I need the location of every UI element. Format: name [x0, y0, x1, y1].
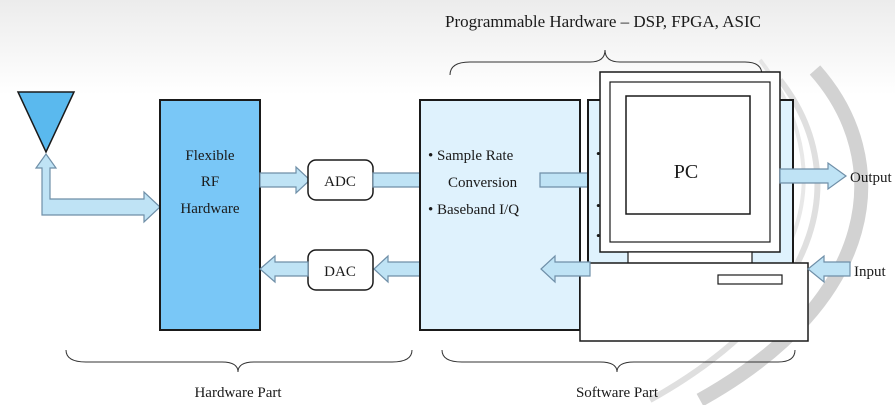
- input-label: Input: [854, 264, 886, 280]
- pc-monitor-icon: [599, 71, 781, 265]
- pc-base-unit-icon: [579, 262, 809, 342]
- rf-hardware-block: [159, 99, 261, 331]
- programmable-hardware-brace: [449, 49, 763, 76]
- software-bullet-3: •: [596, 228, 601, 243]
- rf-block-line2: RF: [201, 174, 219, 190]
- software-to-baseband-arrow: [540, 254, 591, 284]
- output-arrow: [779, 161, 848, 191]
- antenna-icon: [16, 91, 76, 154]
- baseband-bullet2: • Baseband I/Q: [428, 202, 519, 218]
- baseband-block: [419, 99, 581, 331]
- software-bullet-2: •: [596, 198, 601, 213]
- hardware-part-label: Hardware Part: [194, 385, 282, 401]
- hardware-part-brace: [65, 349, 413, 373]
- dac-label: DAC: [324, 264, 356, 280]
- rf-block-line1: Flexible: [185, 148, 235, 164]
- baseband-bullet1-line1: • Sample Rate: [428, 148, 514, 164]
- input-arrow: [807, 254, 851, 284]
- output-label: Output: [850, 170, 893, 186]
- software-part-brace: [441, 349, 796, 373]
- rf-block-line3: Hardware: [180, 201, 239, 217]
- adc-label: ADC: [324, 174, 356, 190]
- title: Programmable Hardware – DSP, FPGA, ASIC: [445, 12, 761, 31]
- dac-to-rf-arrow: [259, 254, 309, 284]
- rf-to-adc-arrow: [259, 165, 311, 195]
- software-bullet-1: •: [596, 146, 601, 161]
- software-part-label: Software Part: [576, 385, 659, 401]
- baseband-bullet1-line2: Conversion: [448, 175, 518, 191]
- pc-label: PC: [674, 161, 698, 183]
